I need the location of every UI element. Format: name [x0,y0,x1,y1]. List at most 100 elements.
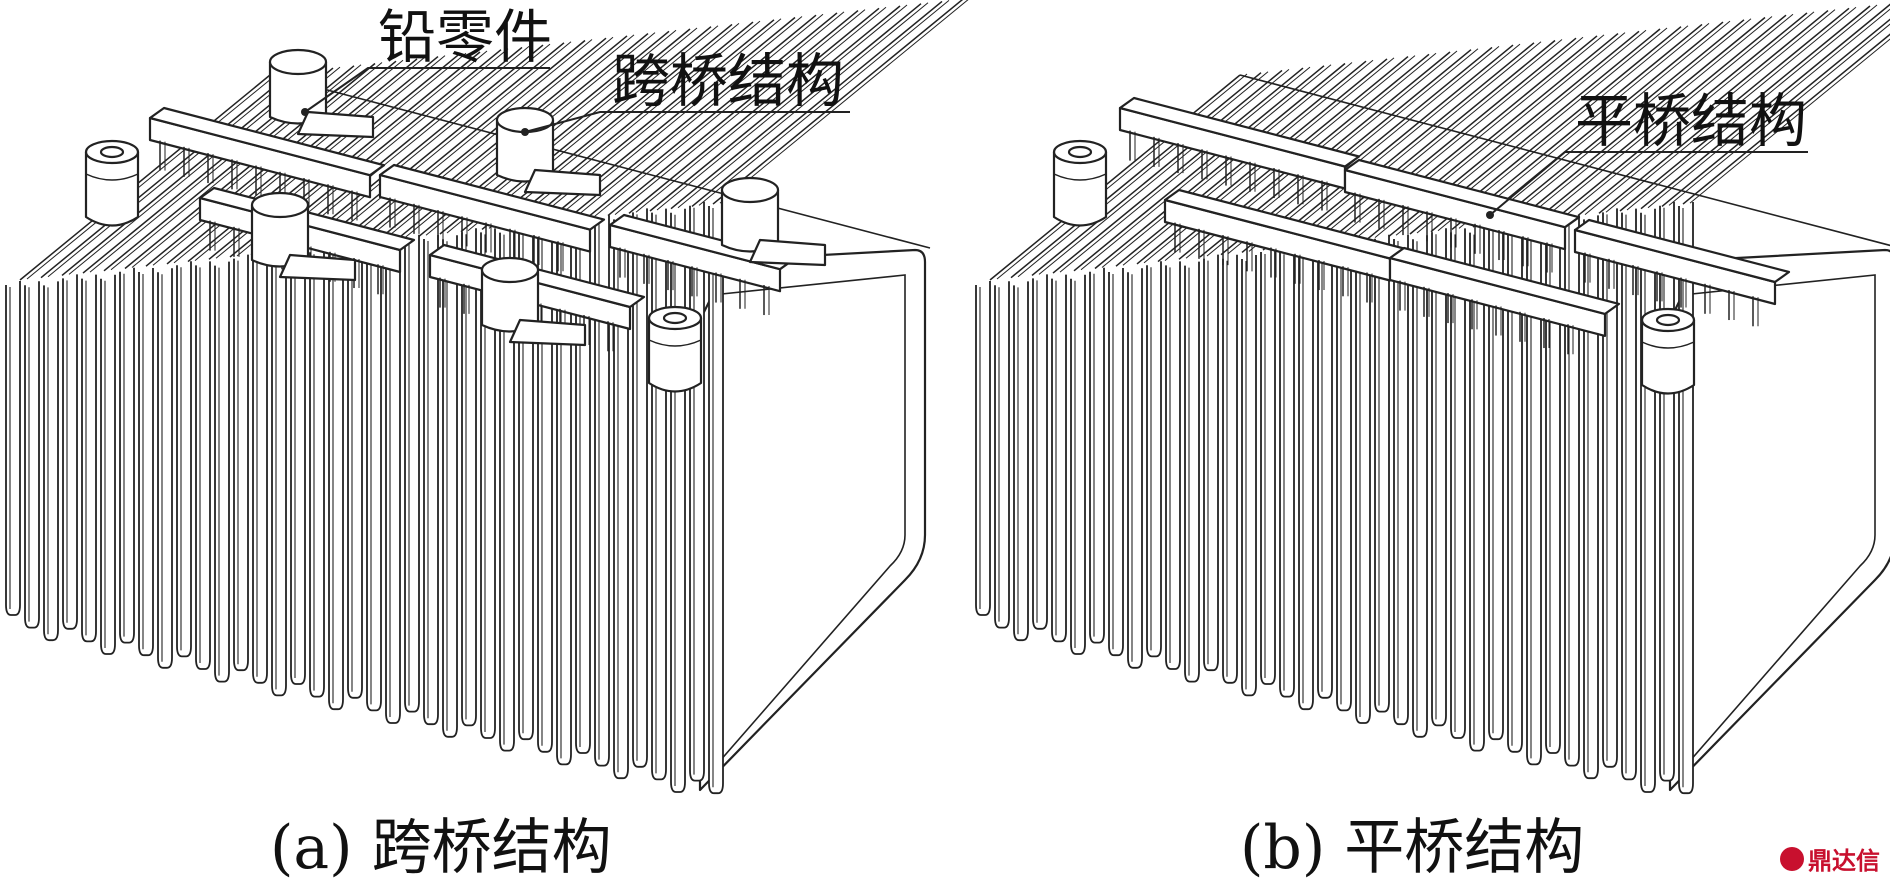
top-fin-edge [996,73,1248,280]
terminal-a-left-ring [85,173,139,181]
top-fin [1640,3,1890,210]
top-fin [649,5,901,212]
top-fin-edge [1269,43,1521,250]
top-fin [1598,7,1850,214]
lead-post-2-arm [523,168,602,197]
terminal-b-right-hole [1655,313,1681,327]
battery-plate [1374,234,1390,713]
top-fin [1346,35,1598,242]
battery-plate [24,281,40,629]
battery-plate [5,281,21,616]
top-fin [607,10,859,217]
top-fin-edge [1668,23,1890,206]
watermark-text: 鼎达信 [1808,847,1880,875]
lead-post-3-arm [278,253,357,282]
battery-plate [1184,261,1200,683]
top-fin-edge [1521,16,1773,222]
caption-panel-b: (b) 平桥结构 [1240,813,1585,883]
battery-plate [1412,235,1428,738]
top-back-edge [1239,74,1890,247]
top-fin [1514,16,1766,224]
top-fin-edge [1542,13,1794,220]
battery-plate [1640,208,1656,793]
end-face-inner [1681,274,1876,771]
top-fin-edge [1458,23,1710,229]
top-fin [565,14,817,221]
battery-plate [1127,268,1143,669]
lead-post-1-top [268,48,328,76]
end-face [1668,248,1890,792]
top-fin-edge [341,39,593,245]
top-back-edge [269,74,931,249]
top-fin [1073,65,1325,272]
top-fin [1325,37,1577,244]
terminal-a-left-hole [99,145,125,159]
lead-post-4-arm [748,238,827,267]
battery-plate [138,268,154,657]
lead-post-5-top [480,256,540,284]
top-fin-edge [47,71,299,278]
flat-strap-2-top [1343,158,1581,229]
caption-panel-a: (a) 跨桥结构 [270,813,612,883]
battery-plate [1013,281,1029,642]
top-fin [481,23,733,230]
top-fin [1283,42,1535,249]
terminal-a-right [647,316,703,393]
leader-lead-part-dot [301,108,309,116]
top-fin [1661,18,1890,207]
watermark-logo-icon [1780,846,1804,871]
battery-plate [1146,261,1162,658]
battery-plate [347,241,363,699]
top-fin-edge [320,41,572,248]
top-fin-edge [1290,41,1542,248]
battery-plate [975,281,991,616]
battery-plate [651,208,667,781]
label-cross-bridge: 跨桥结构 [612,47,845,115]
battery-plate [994,281,1010,629]
top-fin-edge [1101,62,1353,268]
leader-cross-bridge [524,111,850,133]
battery-plate [1260,248,1276,685]
label-lead-part: 铅零件 [378,3,553,71]
battery-plate [1222,254,1238,684]
top-fin-edge [1059,66,1311,273]
terminal-b-left-hole [1067,145,1093,159]
terminal-b-left [1052,150,1108,227]
battery-plate [670,208,686,793]
leader-flat-bridge [1489,151,1808,216]
terminal-a-right-hole [662,311,688,325]
watermark: 鼎达信 [1780,841,1880,876]
battery-plate [1032,274,1048,630]
lead-post-5-arm [508,318,587,347]
top-fin-edge [1311,39,1563,245]
top-fin [313,42,565,249]
terminal-b-left-ring [1053,173,1107,181]
panel-b-flat-bridge-battery [975,3,1890,795]
top-fin-edge [593,11,845,218]
battery-plate [214,261,230,683]
top-fin-edge [26,73,278,280]
battery-plate [1393,235,1409,726]
battery-plate [100,274,116,655]
battery-plate [271,255,287,697]
top-fin [1115,60,1367,267]
top-fin-edge [1017,71,1269,278]
terminal-b-right [1640,318,1696,395]
top-fin [1010,72,1262,279]
lead-post-3-top [250,191,310,219]
battery-plate [119,267,135,644]
battery-plate [1241,255,1257,697]
panel-a-cross-bridge-battery [5,0,969,795]
battery-plate [1431,228,1447,727]
leader-flat-bridge-dot [1486,211,1494,219]
lead-post-1-arm [296,110,375,139]
top-fin [1094,62,1346,270]
top-fin-edge [488,23,740,229]
top-fin-edge [1605,6,1857,213]
battery-plate [81,274,97,643]
top-fin [586,12,838,219]
top-fin-edge [1500,18,1752,225]
leader-cross-bridge-dot [521,128,529,136]
top-fin-edge [1248,46,1500,252]
top-fin [40,72,292,279]
